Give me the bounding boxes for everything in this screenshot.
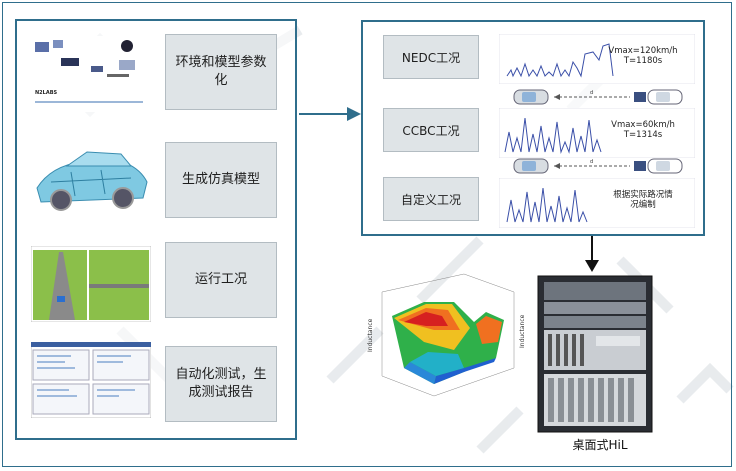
condition-nedc: NEDC工况 xyxy=(383,35,479,79)
svg-text:d: d xyxy=(590,90,593,96)
svg-text:d: d xyxy=(590,159,593,165)
nedc-speed-profile xyxy=(499,34,695,84)
custom-speed-profile xyxy=(499,178,695,228)
hil-label: 桌面式HiL xyxy=(572,438,628,452)
step-parameterization: 环境和模型参数化 xyxy=(165,34,277,110)
desktop-hil-rack xyxy=(537,275,653,433)
outer-frame xyxy=(2,2,732,467)
y-axis-label: Inductance xyxy=(519,314,526,348)
step-generate-model: 生成仿真模型 xyxy=(165,142,277,218)
step-automated-testing: 自动化测试，生成测试报告 xyxy=(165,346,277,422)
driving-simulation-view xyxy=(31,246,151,322)
condition-ccbc: CCBC工况 xyxy=(383,108,479,152)
parameterization-screenshot: N2LABS xyxy=(31,36,151,112)
z-axis-label: Inductance xyxy=(367,318,374,352)
condition-custom: 自定义工况 xyxy=(383,177,479,221)
step-run-conditions: 运行工况 xyxy=(165,242,277,318)
test-report-screenshot xyxy=(31,342,151,418)
flow-arrow-right xyxy=(299,107,361,121)
vehicle-3d-model xyxy=(36,151,148,211)
car-following-diagram-1: d xyxy=(513,89,683,105)
flow-arrow-down xyxy=(585,236,599,272)
custom-note: 根据实际路况情况编制 xyxy=(613,190,673,210)
inductance-surface-plot: Inductance Inductance xyxy=(367,273,526,397)
car-following-diagram-2: d xyxy=(513,158,683,174)
logo-text: N2LABS xyxy=(35,90,58,96)
ccbc-speed-profile xyxy=(499,108,695,158)
